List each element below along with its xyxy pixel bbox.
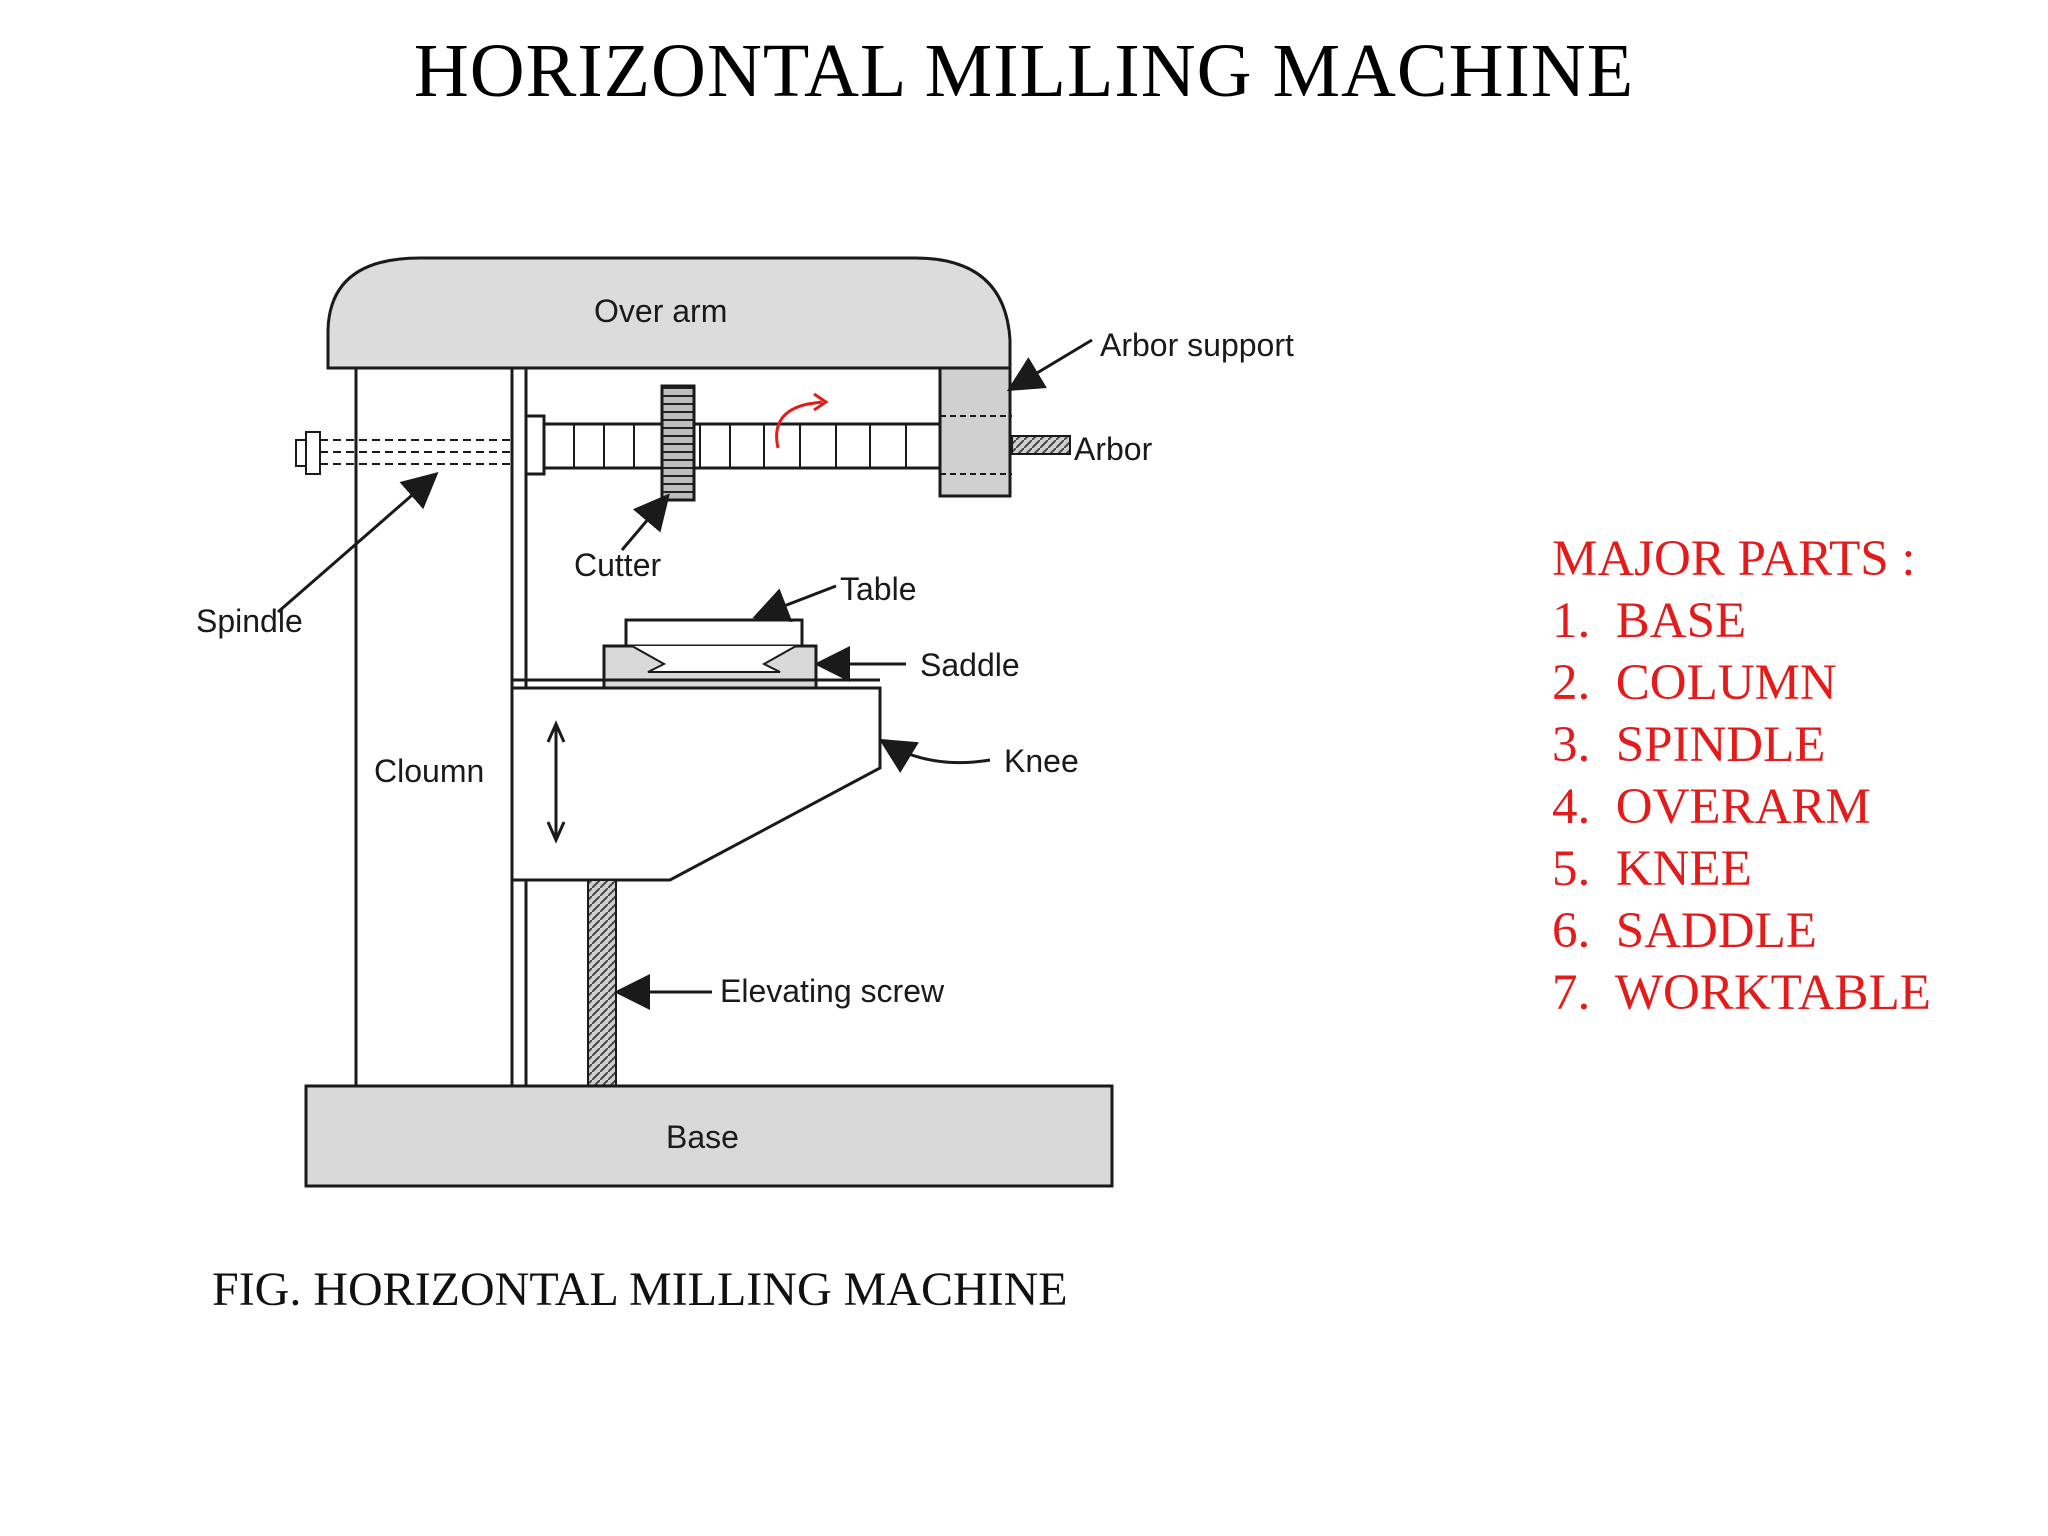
base-shape xyxy=(304,1084,1114,1188)
list-item: 6. SADDLE xyxy=(1552,900,1931,962)
list-item: 1. BASE xyxy=(1552,590,1931,652)
label-over-arm: Over arm xyxy=(594,293,727,329)
label-base: Base xyxy=(666,1119,739,1155)
column-shape xyxy=(354,366,528,1088)
list-item-number: 3. xyxy=(1552,717,1591,773)
list-item-name: COLUMN xyxy=(1615,655,1837,711)
list-item: 5. KNEE xyxy=(1552,838,1931,900)
list-item-number: 6. xyxy=(1552,903,1591,959)
list-item-number: 7. xyxy=(1552,965,1591,1021)
table-shape xyxy=(624,618,804,648)
arbor-support-shape xyxy=(938,366,1012,498)
label-column: Cloumn xyxy=(374,753,484,789)
list-item-name: OVERARM xyxy=(1615,779,1871,835)
list-item: 3. SPINDLE xyxy=(1552,714,1931,776)
label-arbor-support: Arbor support xyxy=(1100,327,1294,363)
list-item-number: 1. xyxy=(1552,593,1591,649)
list-item-name: SPINDLE xyxy=(1615,717,1826,773)
knee-leader xyxy=(878,738,991,773)
label-knee: Knee xyxy=(1004,743,1079,779)
label-table: Table xyxy=(840,571,917,607)
list-item-name: BASE xyxy=(1615,593,1747,649)
figure-caption: FIG. HORIZONTAL MILLING MACHINE xyxy=(212,1263,1068,1316)
list-item-number: 2. xyxy=(1552,655,1591,711)
list-item-name: KNEE xyxy=(1615,841,1752,897)
list-item: 4. OVERARM xyxy=(1552,776,1931,838)
label-cutter: Cutter xyxy=(574,547,661,583)
cutter-leader xyxy=(620,493,670,551)
major-parts-list: MAJOR PARTS : 1. BASE 2. COLUMN 3. SPIND… xyxy=(1552,528,1931,1024)
page-title: HORIZONTAL MILLING MACHINE xyxy=(413,29,1635,113)
list-item-name: WORKTABLE xyxy=(1614,965,1931,1021)
arbor-support-leader xyxy=(1006,338,1093,392)
list-item-number: 5. xyxy=(1552,841,1591,897)
label-arbor: Arbor xyxy=(1074,431,1153,467)
list-item: 2. COLUMN xyxy=(1552,652,1931,714)
label-saddle: Saddle xyxy=(920,647,1020,683)
label-elevating-screw: Elevating screw xyxy=(720,973,945,1009)
list-item: 7. WORKTABLE xyxy=(1552,962,1931,1024)
list-item-name: SADDLE xyxy=(1615,903,1817,959)
knee-shape xyxy=(510,686,882,882)
elevating-screw-shape xyxy=(587,879,617,1087)
over-arm-shape xyxy=(326,256,1012,370)
spindle-shape xyxy=(295,431,512,475)
label-spindle: Spindle xyxy=(196,603,303,639)
cutter-shape xyxy=(660,384,696,502)
major-parts-heading: MAJOR PARTS : xyxy=(1552,531,1916,587)
table-leader xyxy=(752,584,837,623)
spindle-leader xyxy=(277,472,439,614)
rotation-arrow xyxy=(775,400,823,449)
list-item-number: 4. xyxy=(1552,779,1591,835)
